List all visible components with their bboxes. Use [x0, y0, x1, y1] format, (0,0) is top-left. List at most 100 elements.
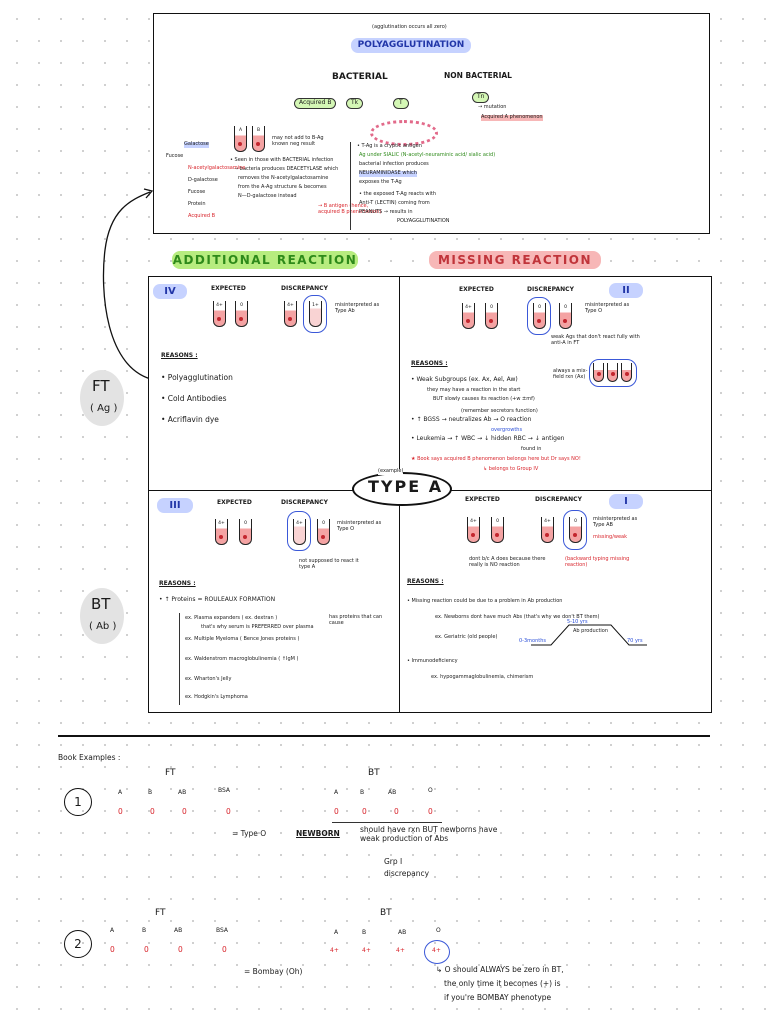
missing-reaction-header: MISSING REACTION: [429, 251, 601, 269]
ex2-bt-val-3: 4+: [396, 947, 405, 954]
ii-reason-2: • ↑ BGSS → neutralizes Ab → O reaction: [411, 416, 532, 423]
center-note: (example): [378, 468, 404, 475]
ex2-bt-val-2: 4+: [362, 947, 371, 954]
ii-reason-1-side: always a mix-field rxn (Ax): [553, 368, 588, 380]
ex2-ft: FT: [155, 908, 166, 918]
ex2-ft-val-2: 0: [144, 945, 149, 954]
ex2-bt-col-4: O: [436, 927, 441, 934]
ex1-ft-col-1: A: [118, 789, 123, 796]
ex1-note: should have rxn BUT newborns have weak p…: [360, 825, 498, 843]
ex1-ft-val-4: 0: [226, 807, 231, 816]
ex1-bt-val-2: 0: [362, 807, 367, 816]
ex1-grp: Grp I: [384, 857, 403, 866]
vertical-divider: [350, 142, 351, 230]
i-circle: [563, 510, 587, 550]
top-tube-a: A: [234, 126, 247, 152]
iv-circle: [303, 295, 327, 333]
additional-reaction-header: ADDITIONAL REACTION: [172, 251, 358, 269]
ex1-bt-col-4: O: [428, 787, 433, 794]
iv-expected: EXPECTED: [211, 285, 246, 292]
graph-end-label: 70 yrs: [627, 638, 643, 644]
ii-reasons-title: REASONS :: [411, 360, 448, 367]
ex1-bt-underline: [332, 822, 442, 823]
iv-expected-tube-2: 0: [235, 301, 248, 327]
iv-reason-3: • Acriflavin dye: [161, 415, 219, 424]
ex2-bt: BT: [380, 908, 392, 918]
bead-ring: [370, 120, 438, 146]
iii-item-3: ex. Waldenstrom macroglobulinemia ( ↑IgM…: [185, 656, 299, 662]
ii-star-2: ↳ belongs to Group IV: [483, 466, 539, 472]
tn-acquired-a: Acquired A phenomenon: [481, 114, 543, 121]
i-reason-2: ex. Geriatric (old people): [435, 634, 498, 640]
i-reason-main: • Missing reaction could be due to a pro…: [407, 598, 563, 604]
iv-reason-2: • Cold Antibodies: [161, 394, 227, 403]
iv-reason-1: • Polyagglutination: [161, 373, 233, 382]
ex1-bt-col-2: B: [360, 789, 365, 796]
ex2-bt-val-1: 4+: [330, 947, 339, 954]
i-expected: EXPECTED: [465, 496, 500, 503]
iii-item-4: ex. Wharton's Jelly: [185, 676, 232, 682]
ii-discrepancy: DISCREPANCY: [527, 286, 574, 293]
ex2-ft-col-4: BSA: [216, 927, 229, 934]
badge-ii: II: [609, 283, 643, 298]
iii-list-note: that's why serum is PREFERRED over plasm…: [201, 624, 314, 630]
ex2-ft-val-1: 0: [110, 945, 115, 954]
iii-expected: EXPECTED: [217, 499, 252, 506]
graph-ab-label: Ab production: [573, 628, 609, 634]
ii-reason-3: • Leukemia → ↑ WBC → ↓ hidden RBC → ↓ an…: [411, 435, 565, 442]
ex1-bt-val-3: 0: [394, 807, 399, 816]
iii-bracket: [179, 613, 180, 705]
ex2-bt-col-2: B: [362, 929, 367, 936]
acquired-b-node: Acquired B: [294, 98, 337, 109]
ii-mini-circle: [589, 359, 637, 387]
t-node: T: [393, 98, 409, 109]
ii-reason-1-note2: they may have a reaction in the start: [427, 387, 521, 393]
ii-weak-note: weak Ags that don't react fully with ant…: [551, 334, 640, 346]
i-immunodeficiency: • Immunodeficiency: [407, 658, 458, 664]
ii-mini-tube-2: [607, 363, 618, 382]
i-missing-weak: missing/weak: [593, 534, 628, 540]
ex2-bt-col-3: AB: [398, 929, 407, 936]
badge-iii: III: [157, 498, 193, 513]
ii-reason-3-note: overgrowths: [491, 427, 523, 433]
ex1-ft-col-4: BSA: [218, 787, 231, 794]
ex1-bt: BT: [368, 768, 380, 778]
iii-circle: [287, 511, 311, 551]
ex1-ft-val-1: 0: [118, 807, 123, 816]
ex1-ft-col-3: AB: [178, 789, 187, 796]
ex2-note-3: if you're BOMBAY phenotype: [444, 993, 552, 1002]
ex1-ft-col-2: B: [148, 789, 153, 796]
ft-to-panel-arrow: [102, 188, 156, 381]
ii-expected: EXPECTED: [459, 286, 494, 293]
example-1-number: 1: [64, 788, 92, 816]
i-backward: (backward typing missing reaction): [565, 556, 630, 568]
i-misinterpret: misinterpreted as Type AB: [593, 516, 638, 528]
i-disc-tube-2: 0: [569, 517, 582, 543]
ii-reason-2-note: (remember secretors function): [461, 408, 538, 414]
ii-reason-1: • Weak Subgroups (ex. Ax, Ael, Aw): [411, 376, 518, 383]
tn-node: Tn: [472, 92, 490, 103]
iii-discrepancy: DISCREPANCY: [281, 499, 328, 506]
i-dont-have: dont b/c A does because there really is …: [469, 556, 546, 568]
iii-disc-tube-1: 4+: [293, 519, 306, 545]
ex1-ft: FT: [165, 768, 176, 778]
ex2-bt-o-circle: [424, 940, 450, 964]
ex2-bt-col-1: A: [334, 929, 339, 936]
ii-star: ★ Book says acquired B phenomenon belong…: [411, 456, 581, 462]
ex2-ft-col-3: AB: [174, 927, 183, 934]
i-reasons-title: REASONS :: [407, 578, 444, 585]
ex1-result-tag: NEWBORN: [296, 829, 340, 838]
i-discrepancy: DISCREPANCY: [535, 496, 582, 503]
ex2-ft-val-4: 0: [222, 945, 227, 954]
ex1-ft-val-2: 0: [150, 807, 155, 816]
badge-i: I: [609, 494, 643, 509]
iii-item-2: ex. Multiple Myeloma ( Bence Jones prote…: [185, 636, 300, 642]
ii-reason-1-note: BUT slowly causes its reaction (+w ±mf): [433, 396, 535, 402]
top-tube-b: B: [252, 126, 265, 152]
iii-expected-tube-2: 0: [239, 519, 252, 545]
ii-misinterpret: misinterpreted as Type O: [585, 302, 630, 314]
ii-circle: [527, 297, 551, 335]
badge-iv: IV: [153, 284, 187, 299]
tube-note: may not add to B-Ag known neg result: [272, 135, 324, 147]
ex1-grp-2: discrepancy: [384, 869, 430, 878]
